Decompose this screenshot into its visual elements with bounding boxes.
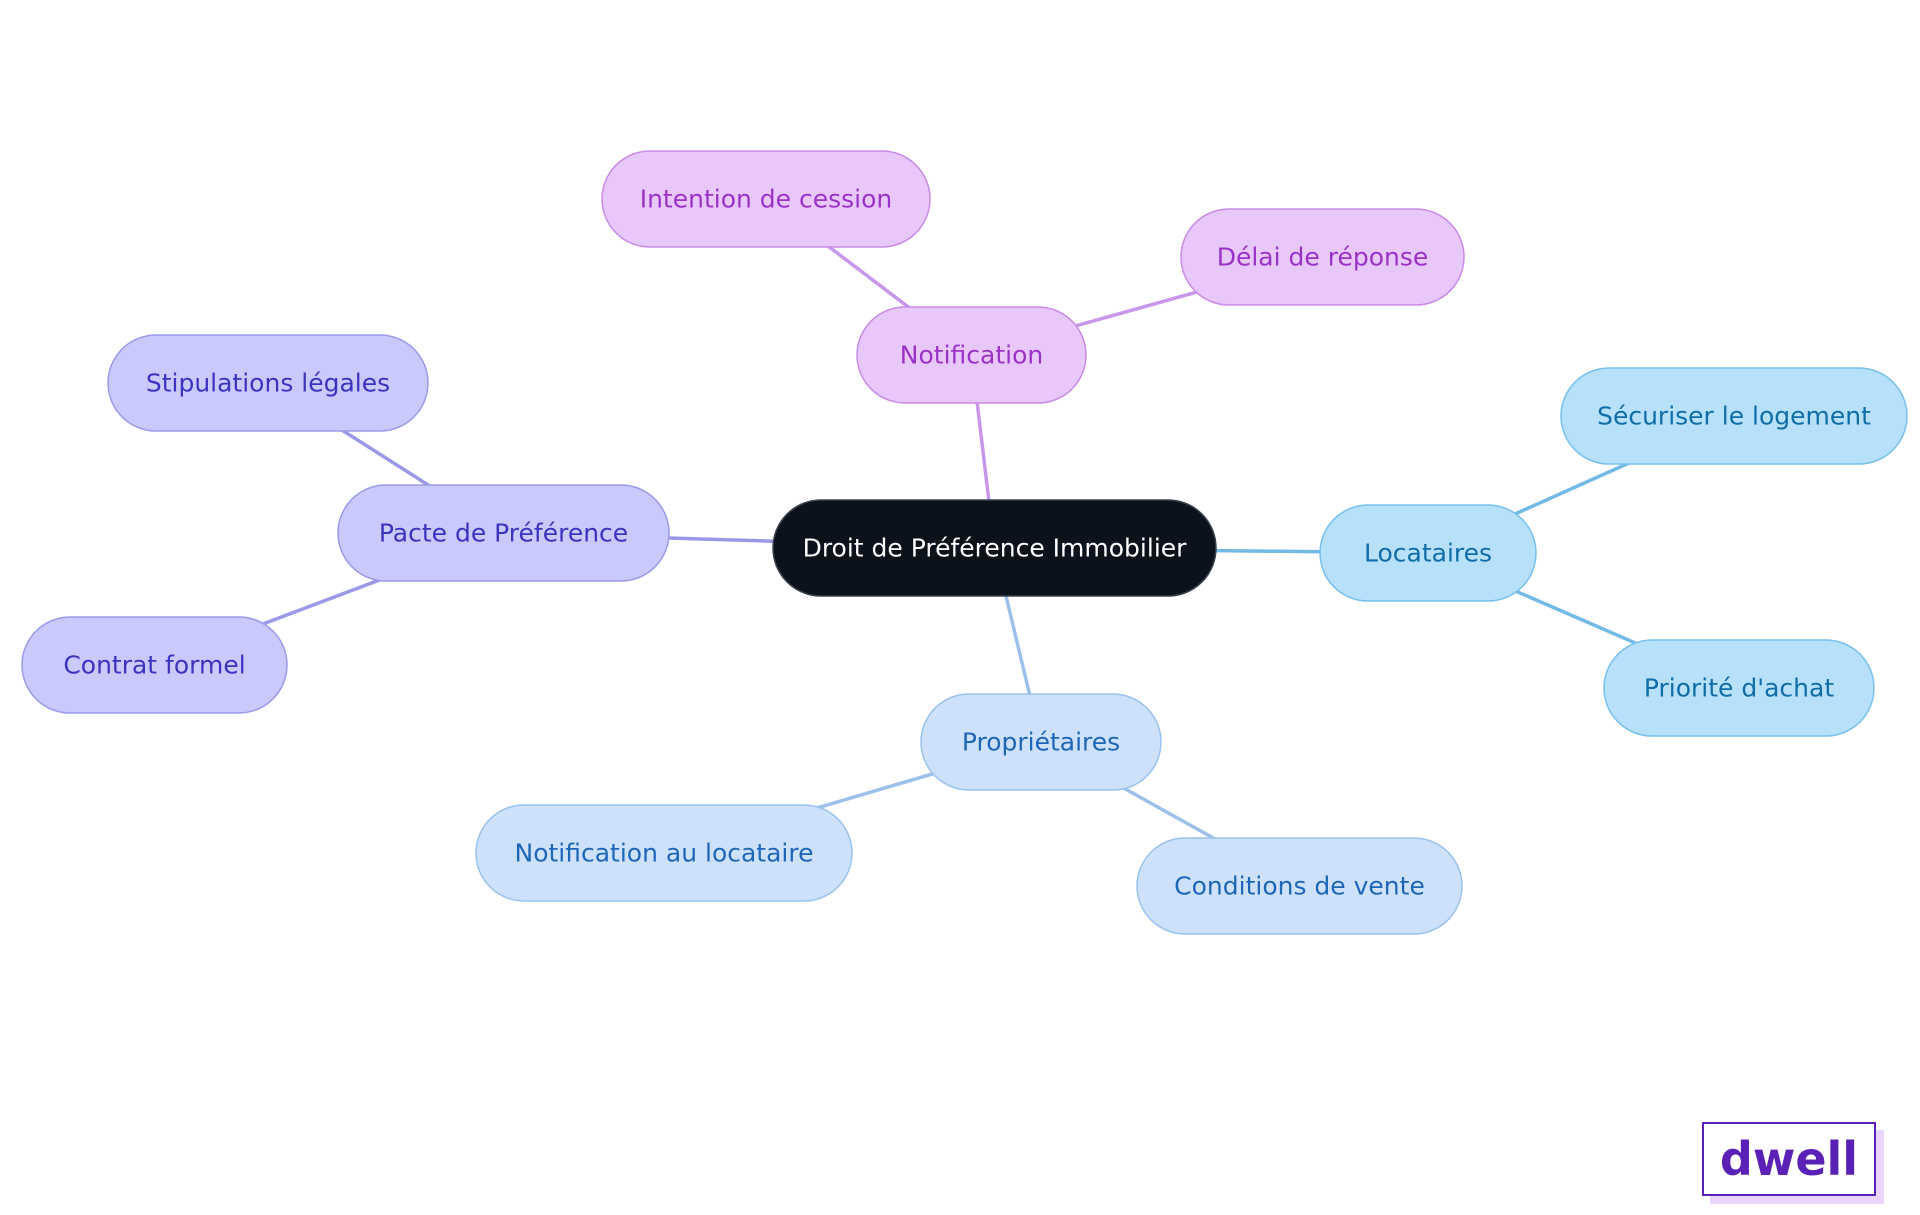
leaf-node-1-0: Stipulations légales — [107, 334, 429, 432]
leaf-node-3-1-shape — [1136, 837, 1463, 935]
leaf-node-3-0: Notification au locataire — [475, 804, 853, 902]
branch-node-1-shape — [337, 484, 670, 582]
leaf-node-1-0-shape — [107, 334, 429, 432]
leaf-node-1-0-label: Stipulations légales — [146, 369, 390, 398]
branch-node-3-label: Propriétaires — [962, 728, 1120, 757]
leaf-node-2-0: Sécuriser le logement — [1560, 367, 1908, 465]
branch-node-1-label: Pacte de Préférence — [379, 519, 628, 548]
branch-node-0-shape — [856, 306, 1087, 404]
leaf-node-1-1-shape — [21, 616, 288, 714]
branch-node-3: Propriétaires — [920, 693, 1162, 791]
leaf-node-2-1: Priorité d'achat — [1603, 639, 1875, 737]
leaf-node-1-1: Contrat formel — [21, 616, 288, 714]
branch-node-2-label: Locataires — [1364, 539, 1492, 568]
leaf-node-3-0-label: Notification au locataire — [515, 839, 814, 868]
leaf-node-2-0-shape — [1560, 367, 1908, 465]
leaf-node-2-0-label: Sécuriser le logement — [1597, 402, 1871, 431]
leaf-node-2-1-label: Priorité d'achat — [1644, 674, 1834, 703]
leaf-node-0-0: Intention de cession — [601, 150, 931, 248]
leaf-node-0-1-shape — [1180, 208, 1465, 306]
leaf-node-3-1: Conditions de vente — [1136, 837, 1463, 935]
leaf-node-2-1-shape — [1603, 639, 1875, 737]
leaf-node-3-1-label: Conditions de vente — [1174, 872, 1425, 901]
nodes: Droit de Préférence ImmobilierNotificati… — [21, 150, 1908, 935]
branch-node-2: Locataires — [1319, 504, 1537, 602]
branch-node-0: Notification — [856, 306, 1087, 404]
branch-node-2-shape — [1319, 504, 1537, 602]
central-node-label: Droit de Préférence Immobilier — [803, 534, 1188, 563]
branch-node-3-shape — [920, 693, 1162, 791]
central-node-shape — [772, 499, 1217, 597]
leaf-node-1-1-label: Contrat formel — [63, 651, 245, 680]
dwell-logo: dwell — [1702, 1122, 1876, 1196]
leaf-node-0-1: Délai de réponse — [1180, 208, 1465, 306]
branch-node-0-label: Notification — [900, 341, 1043, 370]
leaf-node-0-1-label: Délai de réponse — [1217, 243, 1429, 272]
leaf-node-0-0-label: Intention de cession — [640, 185, 893, 214]
leaf-node-3-0-shape — [475, 804, 853, 902]
logo-text: dwell — [1719, 1132, 1859, 1186]
branch-node-1: Pacte de Préférence — [337, 484, 670, 582]
central-node: Droit de Préférence Immobilier — [772, 499, 1217, 597]
leaf-node-0-0-shape — [601, 150, 931, 248]
